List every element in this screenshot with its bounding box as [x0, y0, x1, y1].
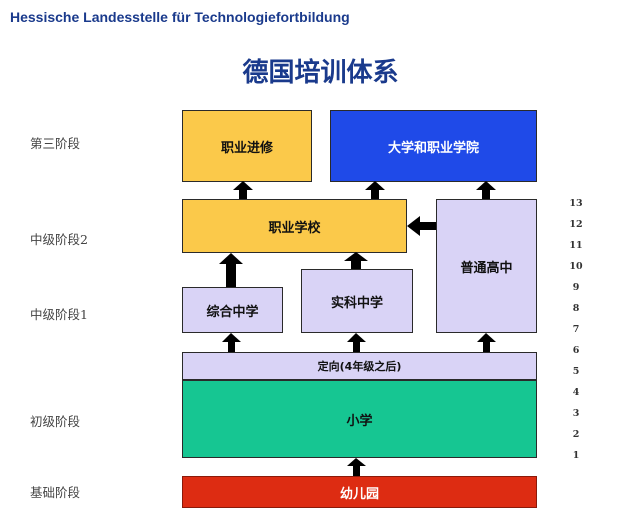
diagram-title: 德国培训体系 — [242, 58, 399, 88]
arrow-kindergarten-to-primary — [347, 458, 366, 476]
grade-label: 1 — [572, 450, 580, 461]
arrow-to-gymnasium — [477, 333, 496, 352]
box-kindergarten: 幼儿园 — [182, 476, 537, 508]
box-comprehensive-school: 综合中学 — [182, 287, 283, 333]
arrow-to-comprehensive — [222, 333, 241, 352]
arrow-comprehensive-to-vocational-school — [219, 253, 243, 287]
grade-label: 7 — [572, 324, 580, 335]
grade-label: 3 — [572, 408, 580, 419]
grade-label: 4 — [572, 387, 580, 398]
grade-label: 10 — [569, 261, 583, 272]
arrow-to-university-right — [476, 181, 496, 199]
arrow-to-vocational-further — [233, 181, 253, 199]
stage-label-mid2: 中级阶段2 — [30, 232, 88, 247]
arrow-to-university-left — [365, 181, 385, 199]
box-primary-school: 小学 — [182, 380, 537, 458]
stage-label-base: 基础阶段 — [30, 485, 81, 500]
grade-label: 12 — [569, 219, 583, 230]
stage-label-mid1: 中级阶段1 — [30, 307, 88, 322]
box-orientation: 定向(4年级之后) — [182, 352, 537, 380]
grade-label: 8 — [572, 303, 580, 314]
arrow-realschule-to-vocational-school — [344, 252, 368, 269]
arrow-to-realschule — [347, 333, 366, 352]
box-university: 大学和职业学院 — [330, 110, 537, 182]
box-gymnasium: 普通高中 — [436, 199, 537, 333]
grade-label: 5 — [572, 366, 580, 377]
grade-label: 13 — [569, 198, 583, 209]
grade-label: 11 — [569, 240, 583, 251]
box-realschule: 实科中学 — [301, 269, 413, 333]
arrow-gymnasium-to-vocational-school — [407, 216, 436, 236]
grade-label: 9 — [572, 282, 580, 293]
organization-name: Hessische Landesstelle für Technologiefo… — [10, 9, 350, 25]
stage-label-primary: 初级阶段 — [30, 414, 81, 429]
grade-label: 2 — [572, 429, 580, 440]
grade-label: 6 — [572, 345, 580, 356]
box-vocational-school: 职业学校 — [182, 199, 407, 253]
stage-label-third: 第三阶段 — [30, 136, 81, 151]
box-vocational-further-training: 职业进修 — [182, 110, 312, 182]
